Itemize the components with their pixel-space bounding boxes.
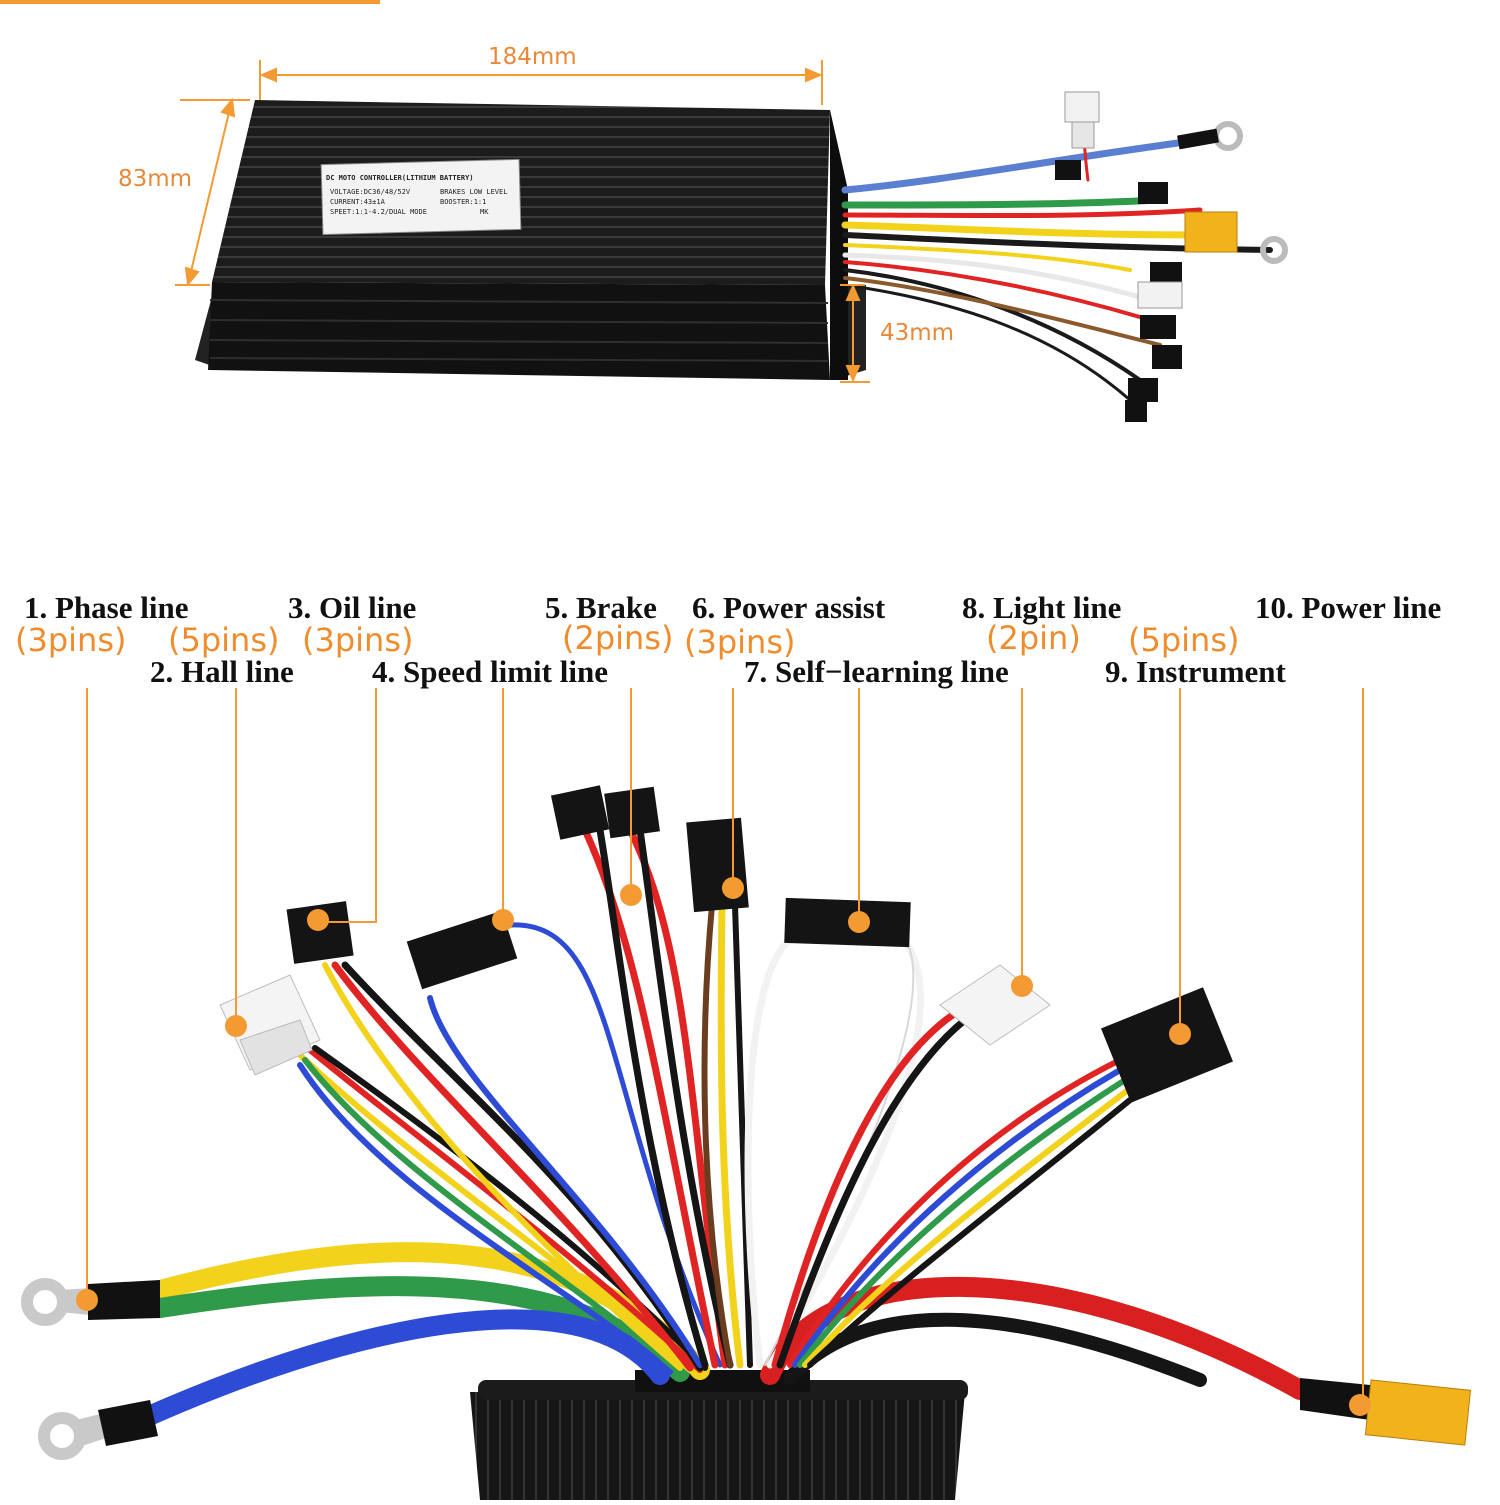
label-phase-line: 1. Phase line — [24, 590, 189, 625]
power-wire-red — [760, 1276, 1310, 1400]
pins-power-assist: (3pins) — [684, 623, 796, 661]
dimension-depth: 43mm — [880, 320, 955, 346]
pins-oil-line: (3pins) — [302, 621, 414, 659]
dot-phase-line — [76, 1289, 98, 1311]
label-light-line: 8. Light line — [962, 590, 1122, 625]
leader-lines — [86, 688, 1364, 1405]
sticker-line: MK — [480, 208, 489, 216]
dot-self-learning — [848, 911, 870, 933]
callout-dots — [76, 877, 1371, 1416]
pins-hall-line: (5pins) — [168, 621, 280, 659]
dot-hall-line — [225, 1015, 247, 1037]
sticker-line: VOLTAGE:DC36/48/52V — [330, 188, 411, 196]
light-connector — [939, 964, 1051, 1046]
controller-end-cap — [830, 110, 848, 380]
sticker-line: BRAKES LOW LEVEL — [440, 188, 507, 196]
dimension-height: 83mm — [118, 166, 193, 192]
label-instrument: 9. Instrument — [1105, 654, 1286, 689]
dot-speed-limit — [492, 909, 514, 931]
dot-brake — [620, 884, 642, 906]
ring-terminal-yellow — [21, 1278, 69, 1326]
sticker-line: SPEET:1:1-4.2/DUAL MODE — [330, 208, 427, 216]
label-power-line: 10. Power line — [1255, 590, 1442, 625]
controller-top-view: DC MOTO CONTROLLER(LITHIUM BATTERY) VOLT… — [175, 60, 1288, 422]
label-speed-limit-line: 4. Speed limit line — [372, 654, 608, 689]
controller-spec-sticker: DC MOTO CONTROLLER(LITHIUM BATTERY) VOLT… — [320, 158, 522, 236]
dot-oil-line — [307, 909, 329, 931]
wiring-closeup — [21, 688, 1472, 1500]
dot-power-assist — [722, 877, 744, 899]
oil-connector — [286, 901, 354, 964]
dimension-width: 184mm — [488, 44, 577, 70]
xt60-connector — [1364, 1379, 1472, 1446]
sticker-title: DC MOTO CONTROLLER(LITHIUM BATTERY) — [326, 174, 474, 182]
controller-front-face — [208, 282, 830, 380]
phase-wire-blue — [130, 1309, 670, 1430]
sticker-line: BOOSTER:1:1 — [440, 198, 486, 206]
instrument-connector — [1101, 987, 1233, 1103]
sticker-line: CURRENT:43±1A — [330, 198, 386, 206]
connectors — [219, 785, 1472, 1446]
dot-light-line — [1011, 975, 1033, 997]
ring-terminals — [21, 1278, 160, 1460]
top-connectors — [1055, 91, 1288, 422]
pins-phase-line: (3pins) — [15, 621, 127, 659]
pins-light-line: (2pin) — [986, 619, 1081, 657]
controller-top-face — [212, 100, 830, 285]
power-assist-connector — [686, 817, 749, 913]
top-wire-bundle — [841, 108, 1273, 402]
dot-power-line — [1349, 1394, 1371, 1416]
dot-instrument — [1169, 1023, 1191, 1045]
label-power-assist: 6. Power assist — [692, 590, 886, 625]
controller-housing — [470, 1392, 965, 1500]
dimension-lines — [175, 60, 870, 383]
label-self-learning-line: 7. Self−learning line — [744, 654, 1009, 689]
pins-instrument: (5pins) — [1128, 621, 1240, 659]
self-learning-connector — [784, 897, 911, 948]
top-accent-bar — [0, 0, 380, 4]
wire-set — [130, 826, 1310, 1430]
brake-connector-left — [550, 785, 610, 840]
label-brake: 5. Brake — [545, 590, 657, 625]
ring-terminal-blue — [38, 1412, 86, 1460]
pins-brake: (2pins) — [562, 619, 674, 657]
label-hall-line: 2. Hall line — [150, 654, 294, 689]
speed-limit-connector — [406, 910, 518, 990]
label-oil-line: 3. Oil line — [288, 590, 417, 625]
brake-connector-right — [604, 786, 660, 839]
